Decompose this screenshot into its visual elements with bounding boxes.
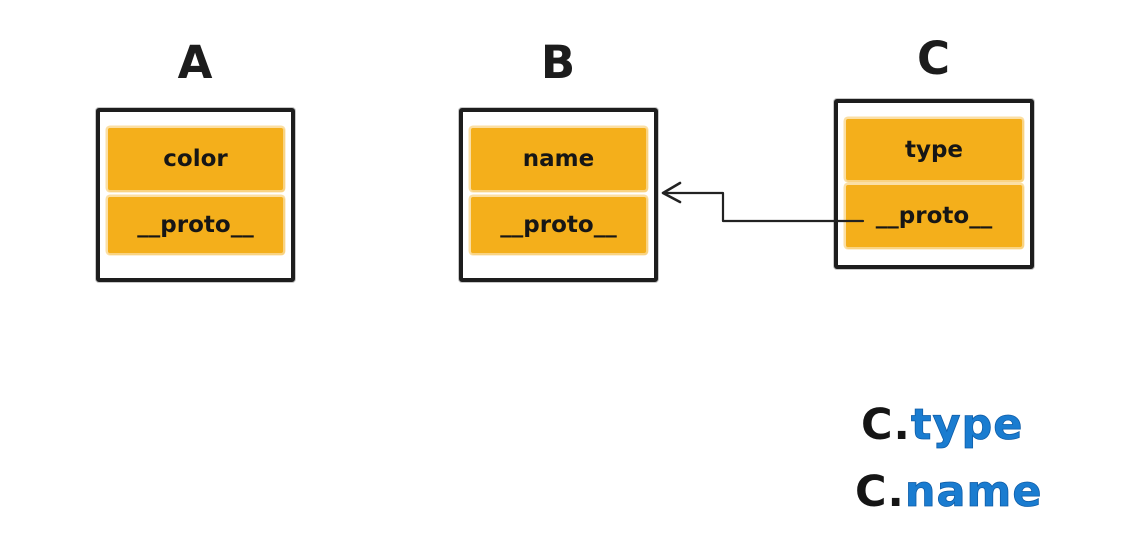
annotation-object-ref: C. (861, 400, 911, 450)
arrowhead-icon (661, 181, 682, 204)
object-label-c: C (916, 32, 952, 85)
annotation-c-type: C.type (861, 403, 1023, 447)
proto-row-a: __proto__ (108, 197, 283, 253)
object-label-b: B (540, 36, 577, 89)
annotation-c-name: C.name (855, 470, 1043, 514)
annotation-property-ref: type (910, 400, 1024, 450)
property-row-type: type (846, 119, 1022, 180)
property-row-name: name (471, 128, 646, 190)
proto-row-c: __proto__ (846, 185, 1022, 247)
annotation-property-ref: name (904, 467, 1043, 517)
proto-row-b: __proto__ (471, 197, 646, 253)
property-row-color: color (108, 128, 283, 190)
annotation-object-ref: C. (855, 467, 905, 517)
object-box-a: color __proto__ (96, 108, 295, 282)
object-box-b: name __proto__ (459, 108, 658, 282)
object-label-a: A (177, 36, 214, 89)
object-box-c: type __proto__ (834, 99, 1034, 269)
